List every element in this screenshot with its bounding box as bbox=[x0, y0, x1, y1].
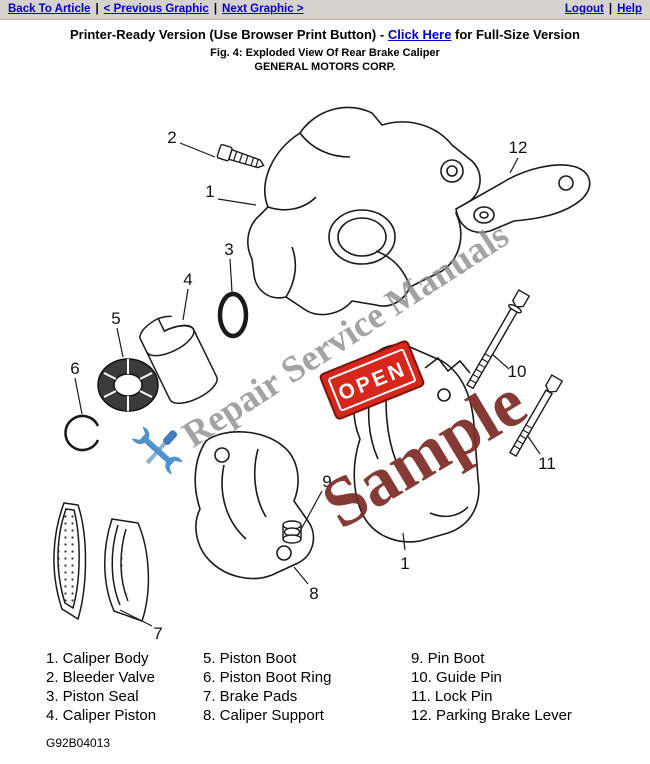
pin-boot-drawing bbox=[282, 520, 302, 544]
legend-item: 1. Caliper Body bbox=[46, 650, 149, 667]
previous-graphic-link[interactable]: < Previous Graphic bbox=[103, 3, 209, 15]
nav-separator: | bbox=[95, 3, 99, 15]
part-label-11: 11 bbox=[538, 454, 556, 473]
parts-legend: 1. Caliper Body 2. Bleeder Valve 3. Pist… bbox=[0, 649, 650, 725]
legend-item: 4. Caliper Piston bbox=[46, 707, 157, 724]
part-label-3: 3 bbox=[224, 240, 233, 259]
part-label-7: 7 bbox=[153, 624, 162, 643]
legend-item: 5. Piston Boot bbox=[203, 650, 297, 667]
piston-boot-ring-drawing bbox=[64, 414, 100, 452]
part-label-9: 9 bbox=[322, 472, 331, 491]
company-name: GENERAL MOTORS CORP. bbox=[254, 61, 396, 73]
legend-column-1: 1. Caliper Body 2. Bleeder Valve 3. Pist… bbox=[46, 649, 203, 725]
figure-code: G92B04013 bbox=[46, 736, 111, 750]
part-label-8: 8 bbox=[309, 584, 318, 603]
caliper-body-drawing bbox=[247, 106, 481, 316]
part-label-12: 12 bbox=[509, 138, 528, 157]
figure-caption: Fig. 4: Exploded View Of Rear Brake Cali… bbox=[210, 47, 440, 59]
help-link[interactable]: Help bbox=[617, 3, 642, 15]
legend-column-2: 5. Piston Boot 6. Piston Boot Ring 7. Br… bbox=[203, 649, 411, 725]
nav-right-group: Logout | Help bbox=[565, 3, 642, 15]
guide-pin-drawing bbox=[466, 289, 531, 390]
legend-item: 7. Brake Pads bbox=[203, 688, 298, 705]
part-number-labels: 2 1 12 3 4 5 6 7 8 9 10 11 1 bbox=[70, 128, 556, 643]
next-graphic-link[interactable]: Next Graphic > bbox=[222, 3, 304, 15]
logout-link[interactable]: Logout bbox=[564, 3, 604, 15]
part-label-6: 6 bbox=[70, 359, 79, 378]
part-label-10: 10 bbox=[508, 362, 527, 381]
legend-item: 12. Parking Brake Lever bbox=[411, 707, 572, 724]
leader-lines bbox=[74, 142, 541, 627]
printer-ready-title: Printer-Ready Version (Use Browser Print… bbox=[0, 27, 650, 42]
brake-pads-drawing bbox=[53, 502, 150, 622]
legend-item: 2. Bleeder Valve bbox=[46, 669, 155, 686]
part-label-2: 2 bbox=[167, 128, 176, 147]
caliper-piston-drawing bbox=[139, 315, 218, 404]
legend-item: 6. Piston Boot Ring bbox=[203, 669, 332, 686]
exploded-view-diagram: 2 1 12 3 4 5 6 7 8 9 10 11 1 Repair Serv… bbox=[53, 106, 591, 643]
back-to-article-link[interactable]: Back To Article bbox=[8, 3, 91, 15]
piston-seal-drawing bbox=[217, 291, 249, 339]
caliper-support-drawing bbox=[194, 431, 315, 580]
legend-item: 10. Guide Pin bbox=[411, 669, 502, 686]
legend-item: 8. Caliper Support bbox=[203, 707, 324, 724]
part-label-5: 5 bbox=[111, 309, 120, 328]
legend-item: 3. Piston Seal bbox=[46, 688, 139, 705]
top-navigation-bar: Back To Article | < Previous Graphic | N… bbox=[0, 0, 650, 20]
title-suffix: for Full-Size Version bbox=[451, 27, 580, 42]
piston-boot-drawing bbox=[97, 358, 159, 412]
nav-separator: | bbox=[213, 3, 218, 15]
legend-item: 11. Lock Pin bbox=[411, 688, 493, 705]
part-label-1: 1 bbox=[205, 182, 214, 201]
part-label-4: 4 bbox=[183, 270, 192, 289]
click-here-link[interactable]: Click Here bbox=[387, 27, 452, 42]
lock-pin-drawing bbox=[509, 374, 564, 457]
nav-left-group: Back To Article | < Previous Graphic | N… bbox=[8, 3, 304, 15]
nav-separator: | bbox=[608, 3, 613, 15]
legend-column-3: 9. Pin Boot 10. Guide Pin 11. Lock Pin 1… bbox=[411, 649, 572, 725]
legend-item: 9. Pin Boot bbox=[411, 650, 485, 667]
parking-brake-lever-drawing bbox=[455, 164, 591, 234]
bleeder-valve-drawing bbox=[216, 143, 265, 169]
tools-icon bbox=[131, 426, 183, 475]
part-label-1-lower: 1 bbox=[400, 554, 409, 573]
title-prefix: Printer-Ready Version (Use Browser Print… bbox=[69, 27, 388, 42]
